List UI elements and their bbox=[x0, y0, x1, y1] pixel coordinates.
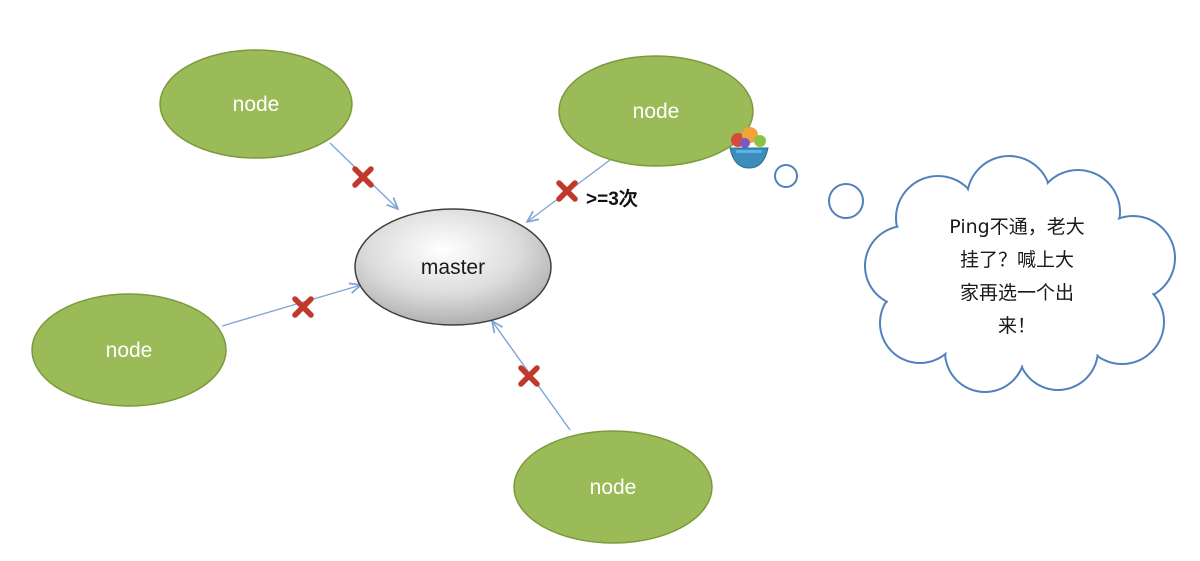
bubble-line-1: Ping不通，老大 bbox=[949, 216, 1084, 238]
node-label: node bbox=[233, 93, 280, 116]
bubble-line-3: 家再选一个出 bbox=[960, 282, 1074, 304]
master-label: master bbox=[421, 256, 485, 279]
retry-annotation: >=3次 bbox=[586, 187, 638, 210]
master-node[interactable]: master bbox=[354, 208, 552, 326]
node-label: node bbox=[106, 339, 153, 362]
node-top-right[interactable]: node bbox=[558, 55, 754, 167]
thought-bubble: Ping不通，老大 挂了？喊上大 家再选一个出 来！ bbox=[864, 155, 1176, 393]
node-label: node bbox=[590, 476, 637, 499]
red-x-icon bbox=[355, 169, 371, 185]
link-left bbox=[221, 285, 361, 327]
red-x-icon bbox=[559, 183, 575, 199]
fruit-bowl-icon bbox=[729, 127, 769, 169]
node-bottom[interactable]: node bbox=[513, 430, 713, 544]
thought-dot-large bbox=[828, 183, 864, 219]
red-x-icon bbox=[521, 368, 537, 384]
node-label: node bbox=[633, 100, 680, 123]
bubble-line-4: 来！ bbox=[998, 315, 1036, 337]
thought-dot-small bbox=[774, 164, 798, 188]
node-left[interactable]: node bbox=[31, 293, 227, 407]
node-top-left[interactable]: node bbox=[159, 49, 353, 159]
bubble-line-2: 挂了？喊上大 bbox=[960, 249, 1074, 271]
